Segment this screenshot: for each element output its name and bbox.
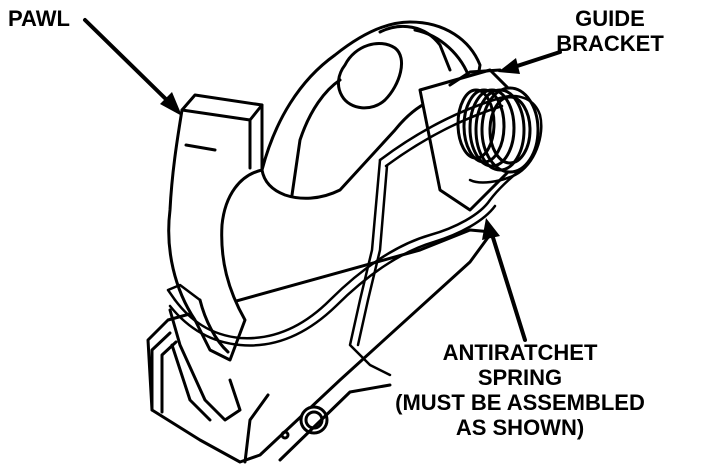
guide-cylinder <box>418 68 540 212</box>
pawl-label: PAWL <box>8 6 70 31</box>
spring-arrowhead <box>482 218 500 240</box>
pawl-leader <box>83 18 177 110</box>
pawl-label-text: PAWL <box>8 6 70 31</box>
antiratchet-spring <box>166 94 543 377</box>
spring-label-line3: (MUST BE ASSEMBLED <box>395 390 645 415</box>
spring-leader <box>488 226 527 342</box>
spring-label-line4: AS SHOWN) <box>455 415 585 440</box>
guide-arrowhead <box>498 58 520 74</box>
arrowheads <box>160 58 520 240</box>
pawl-arrowhead <box>160 92 182 116</box>
guide-bracket-label-line1: GUIDE <box>575 6 645 31</box>
antiratchet-spring-label: ANTIRATCHET SPRING (MUST BE ASSEMBLED AS… <box>345 340 695 440</box>
spring-label-line2: SPRING <box>477 365 563 390</box>
spring-label-line1: ANTIRATCHET <box>442 340 598 365</box>
guide-bracket-label: GUIDE BRACKET <box>525 6 695 56</box>
guide-bracket-label-line2: BRACKET <box>556 31 664 56</box>
